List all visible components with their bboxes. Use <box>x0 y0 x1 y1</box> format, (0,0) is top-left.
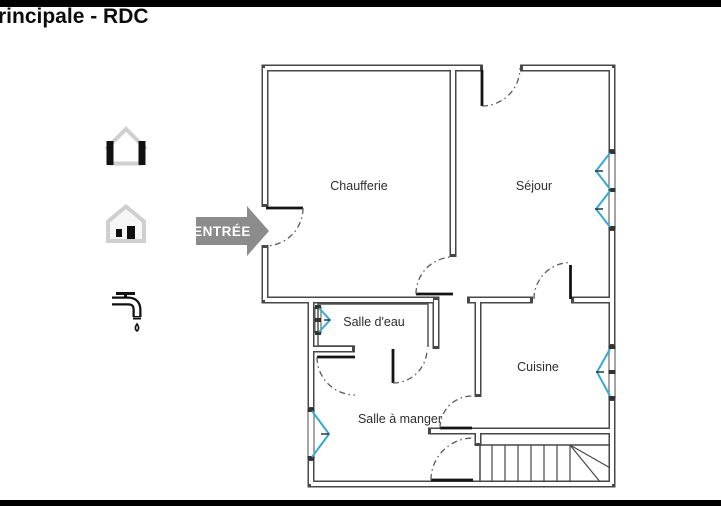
windows <box>311 152 611 458</box>
entrance-arrow: ENTRÉE <box>193 206 269 256</box>
house-door <box>127 226 135 239</box>
sejour-cuisine-door-arc <box>533 261 571 300</box>
window-jamb-ticks <box>307 150 616 460</box>
window-apex-ticks <box>321 170 604 435</box>
house-body <box>106 203 146 243</box>
cuisine-door-arc <box>439 395 473 429</box>
chaufferie-sejour-door-arc <box>415 256 454 295</box>
window-frames <box>307 152 616 458</box>
room-label-sejour: Séjour <box>516 179 552 193</box>
room-label-cuisine: Cuisine <box>517 360 559 374</box>
entrance-arrow-label: ENTRÉE <box>193 224 251 239</box>
top-border-bar <box>0 0 721 7</box>
sejour-top-door-arc <box>481 67 521 107</box>
staircase <box>479 444 613 484</box>
staircase-door-arc <box>430 437 474 481</box>
stair-winders <box>569 444 613 484</box>
walls-white-core <box>263 66 614 486</box>
water-drop <box>134 322 140 333</box>
faucet-body-core <box>112 298 140 316</box>
walls <box>261 64 616 488</box>
house-right-wall <box>138 141 146 165</box>
room-label-salle-deau: Salle d'eau <box>343 315 405 329</box>
sejour-window-icon <box>594 152 611 228</box>
room-label-salle-a-manger: Salle à manger <box>358 412 442 426</box>
page-title: rincipale - RDC <box>0 5 149 28</box>
water-faucet-icon[interactable] <box>112 292 142 333</box>
house-entrance-icon[interactable] <box>106 203 146 243</box>
door-arcs <box>264 67 571 481</box>
house-window <box>116 229 122 237</box>
stair-treads <box>491 445 571 483</box>
room-labels: Chaufferie Séjour Salle d'eau Cuisine Sa… <box>330 179 559 426</box>
staircase-outline <box>479 444 613 484</box>
house-outline-icon[interactable] <box>104 126 148 166</box>
salle-deau-door-arc <box>316 356 356 396</box>
house-left-wall <box>106 141 114 165</box>
entrance-arrow-shape <box>196 206 269 256</box>
room-label-chaufferie: Chaufferie <box>330 179 387 193</box>
bottom-border-bar <box>0 500 721 506</box>
door-leaves <box>266 70 572 482</box>
corridor-door-arc <box>392 348 428 384</box>
entrance-door-arc <box>264 207 304 247</box>
faucet-handle <box>116 292 135 297</box>
